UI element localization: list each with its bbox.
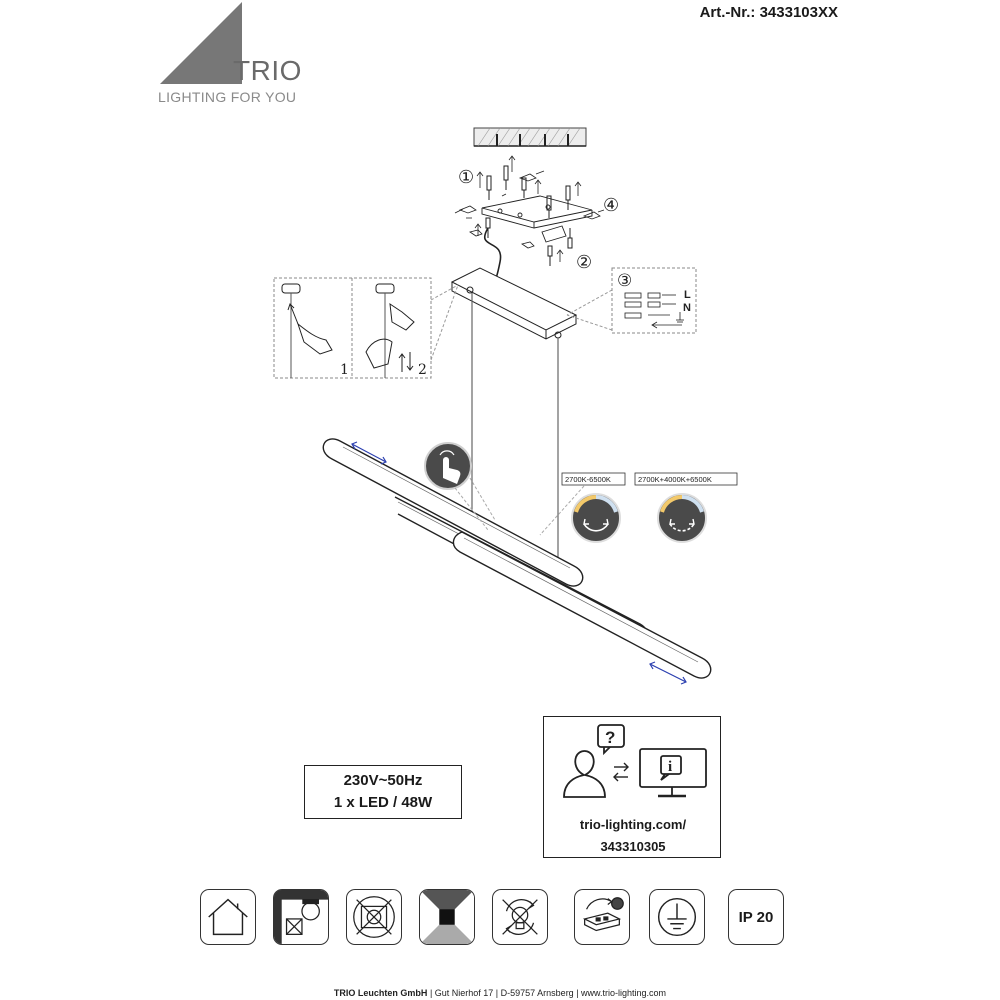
mounting-bracket: [454, 155, 605, 291]
hand-step-1: 1: [340, 362, 349, 378]
ip-rating-icon: IP 20: [728, 889, 784, 945]
article-number: Art.-Nr.: 3433103XX: [699, 4, 838, 21]
voltage-spec: 230V~50Hz: [343, 772, 423, 789]
support-url-line1[interactable]: trio-lighting.com/: [579, 817, 687, 832]
cct-dimming-icon: [571, 493, 621, 543]
led-not-replaceable-icon: [492, 889, 548, 945]
exchange-arrows-icon: [613, 762, 629, 782]
support-info-box: ? i trio-lighting.com/ 343310305: [543, 716, 721, 858]
assembly-diagram: ① ② ③ ④: [273, 127, 738, 685]
cable-adjust-detail: [273, 277, 432, 379]
ceiling-canopy: [450, 267, 578, 340]
wire-neutral-label: N: [683, 302, 691, 314]
ceiling-hatch: [473, 127, 587, 147]
brand-tagline: LIGHTING FOR YOU: [158, 89, 297, 105]
wire-live-label: L: [684, 289, 691, 301]
hand-step-2: 2: [418, 362, 427, 378]
svg-text:?: ?: [605, 728, 615, 747]
touch-control-icon: [424, 442, 472, 490]
step-marker-2: ②: [576, 252, 592, 273]
electrical-specs: 230V~50Hz 1 x LED / 48W: [304, 765, 462, 819]
step-marker-3: ③: [617, 271, 632, 291]
extend-arrow-left: [351, 441, 387, 465]
footer: TRIO Leuchten GmbH | Gut Nierhof 17 | D-…: [0, 988, 1000, 998]
trio-logo: [160, 2, 242, 84]
info-monitor-icon: i: [639, 748, 707, 798]
brand-name: TRIO: [233, 55, 302, 86]
driver-replaceable-icon: [574, 889, 630, 945]
footer-company: TRIO Leuchten GmbH: [333, 988, 428, 998]
protection-class-1-icon: [649, 889, 705, 945]
user-question-icon: ?: [563, 724, 625, 798]
cct-switch-icon: [657, 493, 707, 543]
footer-address: | Gut Nierhof 17 | D-59757 Arnsberg | ww…: [427, 988, 667, 998]
wiring-detail: [611, 267, 697, 334]
cct-range-label: 2700K-6500K: [565, 475, 611, 484]
led-spec: 1 x LED / 48W: [333, 794, 433, 811]
pendant-luminaire: [322, 438, 712, 679]
indoor-use-icon: [200, 889, 256, 945]
cct-steps-label: 2700K+4000K+6500K: [638, 475, 712, 484]
step-marker-4: ④: [603, 195, 619, 216]
support-url-line2[interactable]: 343310305: [600, 839, 666, 854]
dimmable-switch-icon: [273, 889, 329, 945]
step-marker-1: ①: [458, 167, 474, 188]
up-down-light-icon: [419, 889, 475, 945]
no-covering-icon: [346, 889, 402, 945]
svg-text:i: i: [668, 759, 672, 775]
extend-arrow-right: [649, 661, 687, 685]
